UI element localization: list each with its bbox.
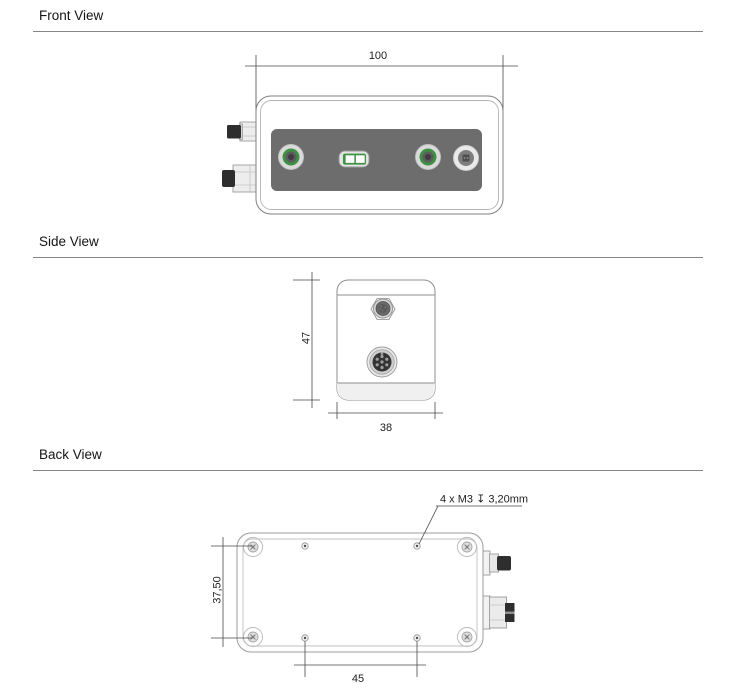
back-m3-hole-bottom-right xyxy=(413,634,421,642)
front-left-connector-top xyxy=(227,121,257,142)
side-m8-connector xyxy=(370,298,396,320)
front-view-heading: Front View xyxy=(39,8,104,23)
side-view-divider xyxy=(33,257,703,258)
back-vertical-dim: 37,50 xyxy=(212,576,224,604)
front-view-divider xyxy=(33,31,703,32)
side-view-heading: Side View xyxy=(39,234,99,249)
side-view-drawing: 47 38 xyxy=(293,272,443,434)
side-height-dim: 47 xyxy=(301,332,313,344)
back-leader-line xyxy=(418,505,439,545)
back-annotation: 4 x M3 ↧ 3,20mm xyxy=(440,494,528,506)
led-indicator xyxy=(338,150,370,168)
front-m8-connector-3 xyxy=(453,145,479,171)
back-view-drawing: 4 x M3 ↧ 3,20mm 37,50 45 xyxy=(211,494,528,685)
front-width-dim: 100 xyxy=(369,50,387,62)
back-view-heading: Back View xyxy=(39,447,102,462)
front-m8-connector-1 xyxy=(278,144,304,170)
front-left-connector-bottom xyxy=(222,164,257,193)
front-m8-connector-2 xyxy=(415,144,441,170)
back-horizontal-dim: 45 xyxy=(352,673,364,685)
back-device-body-inner-edge xyxy=(242,538,478,647)
back-right-connector-top xyxy=(482,550,511,576)
back-view-divider xyxy=(33,470,703,471)
side-bottom-band xyxy=(337,383,435,400)
side-m12-connector xyxy=(366,346,398,378)
front-device-body-inner-edge xyxy=(260,100,499,210)
side-device-body xyxy=(336,279,436,401)
back-right-connector-bottom xyxy=(482,595,515,630)
front-view-drawing: 100 xyxy=(222,50,518,215)
back-device-body xyxy=(236,532,484,653)
side-depth-dim: 38 xyxy=(380,422,392,434)
back-m3-hole-bottom-left xyxy=(301,634,309,642)
back-m3-hole-top-left xyxy=(301,542,309,550)
